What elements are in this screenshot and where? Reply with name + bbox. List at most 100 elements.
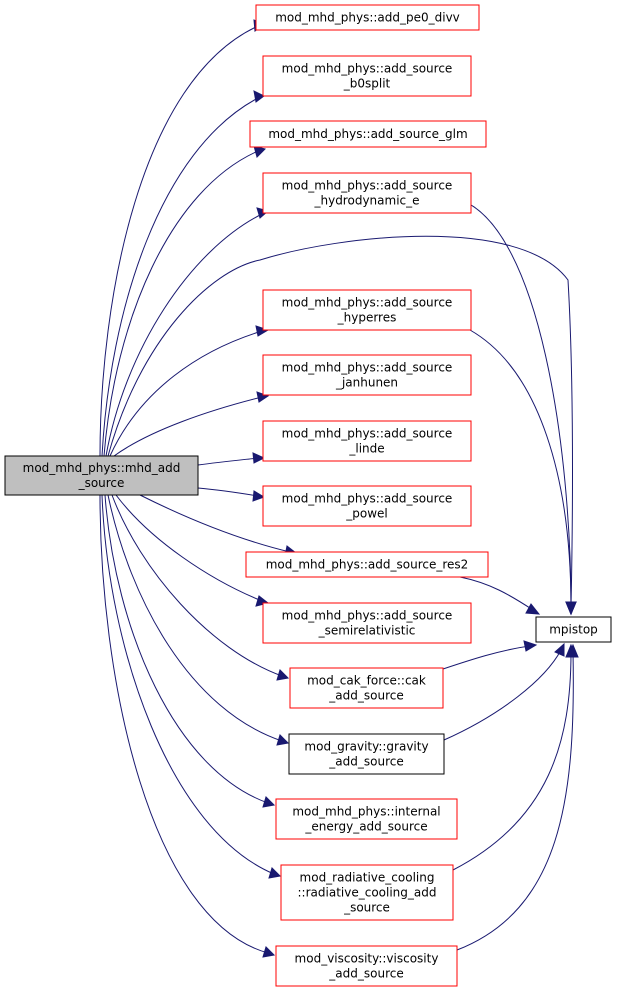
node-box xyxy=(275,945,458,987)
edge-line xyxy=(103,150,259,457)
node-cak[interactable]: mod_cak_force::cak_add_source xyxy=(289,667,444,709)
node-hydro[interactable]: mod_mhd_phys::add_source_hydrodynamic_e xyxy=(262,172,472,214)
node-label-line: mod_gravity::gravity xyxy=(304,740,428,754)
node-box xyxy=(289,667,444,709)
node-visc[interactable]: mod_viscosity::viscosity_add_source xyxy=(275,945,458,987)
node-box xyxy=(275,798,458,840)
node-linde[interactable]: mod_mhd_phys::add_source_linde xyxy=(262,420,472,462)
edge-root-to-visc xyxy=(99,494,276,958)
node-internal[interactable]: mod_mhd_phys::internal_energy_add_source xyxy=(275,798,458,840)
node-glm[interactable]: mod_mhd_phys::add_source_glm xyxy=(249,120,487,148)
edge-line xyxy=(452,651,572,871)
edge-line xyxy=(111,494,283,677)
edge-line xyxy=(469,329,572,608)
node-label-line: mod_mhd_phys::add_pe0_divv xyxy=(275,11,460,25)
node-label-line: _hydrodynamic_e xyxy=(313,194,419,208)
node-label-line: mod_mhd_phys::internal xyxy=(292,805,440,819)
node-label-line: _linde xyxy=(348,442,384,456)
node-box xyxy=(535,616,612,643)
arrowhead-icon xyxy=(262,946,276,958)
node-label-line: _source xyxy=(78,476,125,490)
node-hyperres[interactable]: mod_mhd_phys::add_source_hyperres xyxy=(262,289,472,331)
node-janhunen[interactable]: mod_mhd_phys::add_source_janhunen xyxy=(262,354,472,396)
node-powel[interactable]: mod_mhd_phys::add_source_powel xyxy=(262,485,472,527)
arrowhead-icon xyxy=(565,601,577,616)
edge-line xyxy=(107,494,283,742)
arrowhead-icon xyxy=(276,734,290,746)
node-res2[interactable]: mod_mhd_phys::add_source_res2 xyxy=(245,551,489,578)
node-root: mod_mhd_phys::mhd_add_source xyxy=(4,455,199,496)
node-label-line: _powel xyxy=(345,507,388,521)
edge-hyperres-to-mpistop xyxy=(469,329,577,616)
edge-line xyxy=(139,494,291,553)
edge-root-to-gravity xyxy=(107,494,290,746)
node-label-line: mod_mhd_phys::add_source_glm xyxy=(268,127,467,141)
edge-line xyxy=(101,494,275,875)
node-box xyxy=(245,551,489,578)
node-label-line: mod_radiative_cooling xyxy=(300,871,435,885)
edge-root-to-janhunen xyxy=(113,391,270,457)
edge-line xyxy=(105,213,263,457)
node-label-line: mod_mhd_phys::add_source xyxy=(282,427,453,441)
node-label-line: mod_mhd_phys::add_source xyxy=(282,296,453,310)
node-label-line: mod_mhd_phys::add_source xyxy=(282,62,453,76)
node-label-line: _source xyxy=(343,901,390,915)
edge-line xyxy=(197,487,259,497)
node-pe0[interactable]: mod_mhd_phys::add_pe0_divv xyxy=(255,4,480,31)
node-b0split[interactable]: mod_mhd_phys::add_source_b0split xyxy=(262,55,472,97)
edge-visc-to-mpistop xyxy=(456,643,579,951)
edges-layer xyxy=(99,19,579,958)
node-radcool[interactable]: mod_radiative_cooling::radiative_cooling… xyxy=(280,864,454,921)
node-label-line: mpistop xyxy=(549,623,598,637)
node-label-line: _add_source xyxy=(328,755,403,769)
edge-root-to-pe0 xyxy=(99,19,265,457)
edge-line xyxy=(99,25,259,457)
node-box xyxy=(262,172,472,214)
node-box xyxy=(262,602,472,644)
arrowhead-icon xyxy=(252,452,266,464)
node-box xyxy=(280,864,454,921)
edge-line xyxy=(104,494,269,804)
node-label-line: ::radiative_cooling_add xyxy=(298,886,437,900)
edge-root-to-linde xyxy=(197,452,266,466)
node-box xyxy=(262,354,472,396)
node-label-line: mod_mhd_phys::mhd_add xyxy=(23,461,181,475)
node-box xyxy=(4,455,199,496)
edge-gravity-to-mpistop xyxy=(443,642,565,741)
arrowhead-icon xyxy=(523,640,538,652)
node-semirel[interactable]: mod_mhd_phys::add_source_semirelativisti… xyxy=(262,602,472,644)
arrowhead-icon xyxy=(525,603,541,615)
edge-line xyxy=(101,97,259,457)
edge-cak-to-mpistop xyxy=(442,640,538,670)
node-label-line: _add_source xyxy=(328,689,403,703)
node-label-line: _janhunen xyxy=(335,376,398,390)
arrowhead-icon xyxy=(255,325,270,337)
edge-line xyxy=(99,494,269,954)
node-mpistop: mpistop xyxy=(535,616,612,643)
node-label-line: mod_mhd_phys::add_source_res2 xyxy=(266,558,469,572)
edge-line xyxy=(113,396,263,457)
node-gravity: mod_gravity::gravity_add_source xyxy=(288,733,445,775)
node-label-line: mod_mhd_phys::add_source xyxy=(282,361,453,375)
node-label-line: _energy_add_source xyxy=(304,820,427,834)
arrowhead-icon xyxy=(567,643,579,658)
edge-line xyxy=(456,651,574,951)
edge-root-to-internal xyxy=(104,494,276,808)
arrowhead-icon xyxy=(252,490,266,502)
edge-radcool-to-mpistop xyxy=(452,643,577,871)
arrowhead-icon xyxy=(276,669,290,681)
arrowhead-icon xyxy=(253,90,265,103)
edge-res2-to-mpistop xyxy=(459,576,541,615)
nodes-layer: mod_mhd_phys::mhd_add_sourcemod_mhd_phys… xyxy=(4,4,612,987)
node-label-line: mod_viscosity::viscosity xyxy=(295,952,439,966)
edge-root-to-b0split xyxy=(101,90,265,457)
edge-root-to-powel xyxy=(197,487,266,502)
edge-root-to-hyperres xyxy=(109,325,270,457)
edge-line xyxy=(197,457,259,466)
edge-root-to-semirel xyxy=(115,494,270,607)
node-box xyxy=(249,120,487,148)
edge-root-to-glm xyxy=(103,145,266,457)
node-label-line: mod_mhd_phys::add_source xyxy=(282,492,453,506)
edge-line xyxy=(107,235,573,608)
